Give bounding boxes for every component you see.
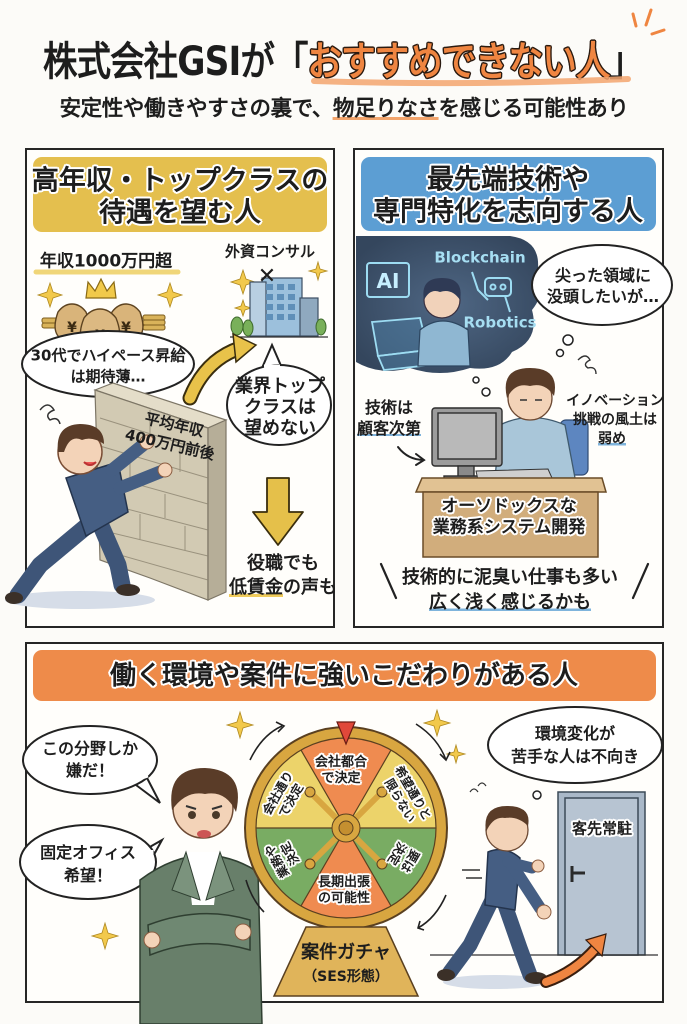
panel-work-environment-header [33, 650, 656, 701]
income-header-line1: 高年収・トップクラスの [31, 165, 329, 197]
wheel-segment-long-business-trip: 長期出張 の可能性 [318, 875, 370, 908]
wheel-segment-company-decision: 会社都合 で決定 [315, 755, 367, 788]
cloud-label-robotics: Robotics [463, 313, 537, 332]
down-arrow-icon [252, 477, 304, 546]
cloud-label-blockchain: Blockchain [434, 248, 526, 267]
tree-icon [230, 316, 327, 337]
bubble-top-line3: 望めない [244, 418, 316, 439]
tech-bottom-note-line1: 技術的に泥臭い仕事も多い [402, 567, 618, 588]
stress-scribble-icon [577, 355, 597, 375]
bubble-top-line1: 業界トップ [235, 376, 325, 397]
desk-text-line1: オーソドックスな [441, 496, 577, 517]
bubble-field-line1: この分野しか [41, 739, 139, 758]
stressed-man-pushing-wall [5, 404, 173, 609]
bubble-change-line1: 環境変化が [534, 724, 616, 743]
wheel-stand [272, 926, 420, 997]
tech-bottom-note-underlined: 広く浅く感じるかも [429, 592, 591, 613]
consul-label: 外資コンサル [224, 242, 316, 261]
wheel-stand-label-line1: 案件ガチャ [301, 942, 391, 963]
monitor-icon [431, 407, 503, 482]
building-icon [249, 277, 319, 337]
tech-header-line1: 最先端技術や [427, 164, 589, 196]
bubble-office-line1: 固定オフィス [40, 843, 136, 862]
pointer-icon [336, 721, 356, 746]
brick-lines [99, 410, 209, 581]
bubble-raise-line2: は期待薄… [70, 367, 146, 386]
income-header-line2: 待遇を望む人 [99, 197, 261, 229]
bubble-change-line2: 苦手な人は不向き [510, 747, 640, 766]
env-header: 働く環境や案件に強いこだわりがある人 [109, 661, 579, 691]
svg-text:¥: ¥ [121, 320, 131, 336]
page-title: 株式会社GSIが「おすすめできない人」 [43, 29, 644, 87]
speech-bubble-focus [531, 244, 673, 326]
desk-text-line2: 業務系システム開発 [432, 517, 586, 538]
bubble-focus-line2: 没頭したいが… [546, 287, 660, 306]
segment-label-line: 会社都合 [314, 754, 368, 770]
innovation-note-line2: 挑戦の風土は [573, 412, 657, 428]
innovation-note-underlined: 弱め [598, 431, 626, 447]
bubble-field-line2: 嫌だ！ [65, 761, 115, 780]
thought-dots-icon [472, 334, 574, 397]
bubble-office-line2: 希望！ [63, 866, 113, 885]
subtitle-pre: 安定性や働きやすさの裏で、 [59, 96, 334, 122]
segment-label-line: の可能性 [317, 891, 371, 906]
client-note-underlined: 顧客次第 [356, 419, 422, 438]
innovation-note-line1: イノベーション [566, 393, 664, 409]
bracket-slashes [379, 562, 650, 600]
brick-wall-icon [93, 382, 228, 601]
client-note-line1: 技術は [364, 398, 414, 417]
man-arms-crossed [139, 768, 263, 1024]
subtitle-post: を感じる可能性あり [438, 96, 629, 122]
segment-label-line: 長期出張 [317, 874, 371, 890]
bubble-focus-line1: 尖った領域に [554, 266, 652, 285]
page-subtitle: 安定性や働きやすさの裏で、物足りなさを感じる可能性あり [60, 92, 629, 123]
robot-arm-icon [471, 271, 512, 313]
roulette-wheel-icon [244, 726, 448, 930]
cloud-label-ai: AI [376, 269, 400, 293]
low-wage-underlined: 低賃金 [229, 577, 283, 598]
income-bottom-note-line1: 役職でも [247, 553, 319, 574]
subtitle-underlined: 物足りなさ [333, 96, 439, 122]
salary-label: 年収1000万円超 [39, 251, 173, 272]
speech-bubble-change [487, 706, 663, 784]
tech-header-line2: 専門特化を志向する人 [373, 196, 643, 228]
sparkle-icon [90, 708, 467, 951]
low-wage-rest: の声も [283, 577, 337, 598]
wheel-stand-label-line2: （SES形態） [303, 969, 389, 985]
stress-scribble-icon [39, 404, 61, 425]
bubble-top-line2: クラスは [244, 397, 316, 418]
building-x-mark: ✕ [257, 264, 277, 289]
sparkle-icon [36, 260, 329, 318]
desk-engineer [494, 368, 576, 479]
speech-bubble-field [22, 725, 161, 804]
bubble-raise-line1: 30代でハイペース昇給 [30, 346, 186, 365]
speech-bubble-office [19, 824, 165, 900]
panel-tech-specialist-header [361, 157, 656, 231]
svg-text:¥: ¥ [67, 320, 77, 336]
title-prefix: 株式会社GSIが「 [43, 39, 308, 85]
panel-high-income-header [33, 157, 327, 232]
desk-icon [414, 477, 607, 558]
income-bottom-note-line2: 低賃金の声も [229, 577, 337, 598]
motion-arcs [245, 721, 451, 931]
pointer-arrow-icon [397, 446, 426, 466]
ai-hologram-icon [366, 262, 410, 298]
door-handle-icon [570, 866, 585, 882]
door-label: 客先常駐 [571, 819, 633, 838]
cloud-engineer [417, 278, 471, 367]
crown-icon [85, 277, 117, 299]
segment-label-line: で決定 [321, 771, 361, 786]
man-walking-to-door [437, 782, 552, 989]
